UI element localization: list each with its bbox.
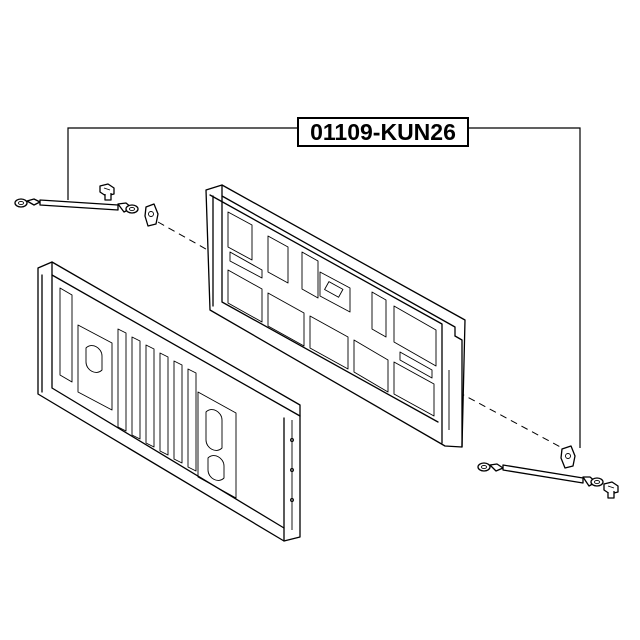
leader-lines: [67, 127, 581, 448]
bracket-left: [144, 203, 159, 227]
assembly-lines: [157, 221, 567, 451]
tailgate-outer-panel: [37, 261, 301, 542]
bolt-right[interactable]: [603, 481, 619, 499]
bolt-left[interactable]: [99, 183, 115, 201]
part-number-label: 01109-KUN26: [297, 117, 469, 147]
bracket-right: [560, 445, 576, 469]
part-number: 01109-KUN26: [310, 118, 456, 145]
support-cable-right[interactable]: [477, 462, 604, 487]
tailgate-inner-panel: [205, 184, 466, 448]
support-cable-left[interactable]: [14, 198, 139, 214]
